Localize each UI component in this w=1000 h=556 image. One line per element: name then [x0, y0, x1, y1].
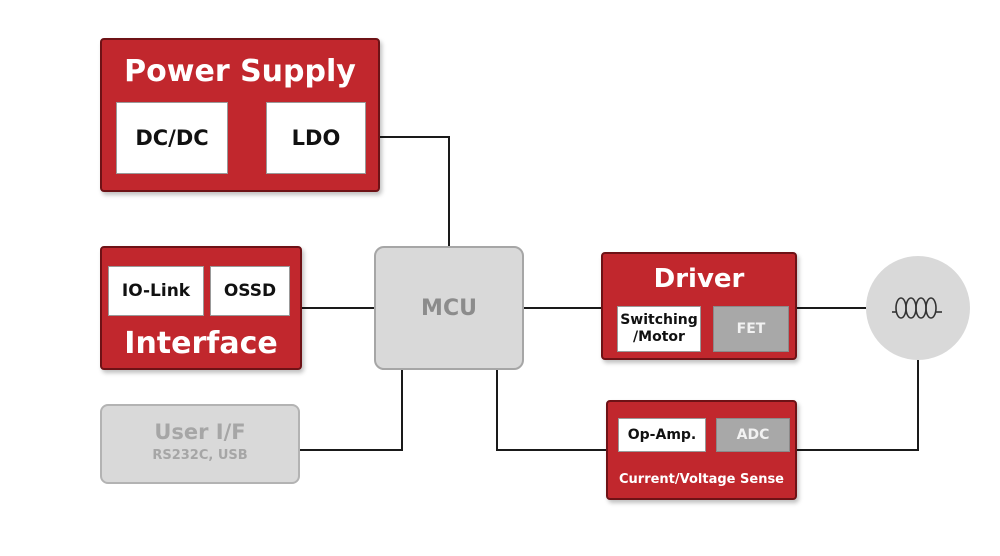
opamp-box: Op-Amp.: [618, 418, 706, 452]
wire-mcu-userif: [300, 370, 403, 451]
power-supply-title: Power Supply: [124, 54, 356, 89]
sense-block: Op-Amp. ADC Current/Voltage Sense: [606, 400, 797, 500]
iolink-box: IO-Link: [108, 266, 204, 316]
user-if-title: User I/F: [154, 420, 246, 444]
power-supply-block: Power Supply DC/DC LDO: [100, 38, 380, 192]
wire-mcu-sense: [496, 370, 606, 451]
sense-title: Current/Voltage Sense: [618, 472, 784, 487]
driver-title: Driver: [653, 264, 745, 294]
ldo-box: LDO: [266, 102, 366, 174]
user-if-block: User I/F RS232C, USB: [100, 404, 300, 484]
ossd-box: OSSD: [210, 266, 290, 316]
driver-block: Driver Switching /Motor FET: [601, 252, 797, 360]
mcu-label: MCU: [421, 295, 477, 321]
user-if-subtitle: RS232C, USB: [152, 448, 248, 463]
switching-motor-box: Switching /Motor: [617, 306, 701, 352]
dcdc-box: DC/DC: [116, 102, 228, 174]
interface-title: Interface: [124, 326, 278, 361]
load-circle: [866, 256, 970, 360]
interface-block: IO-Link OSSD Interface: [100, 246, 302, 370]
coil-icon: [892, 297, 942, 319]
wire-coil-sense: [797, 360, 919, 451]
mcu-block: MCU: [374, 246, 524, 370]
wire-ldo-mcu: [364, 136, 450, 246]
fet-box: FET: [713, 306, 789, 352]
adc-box: ADC: [716, 418, 790, 452]
